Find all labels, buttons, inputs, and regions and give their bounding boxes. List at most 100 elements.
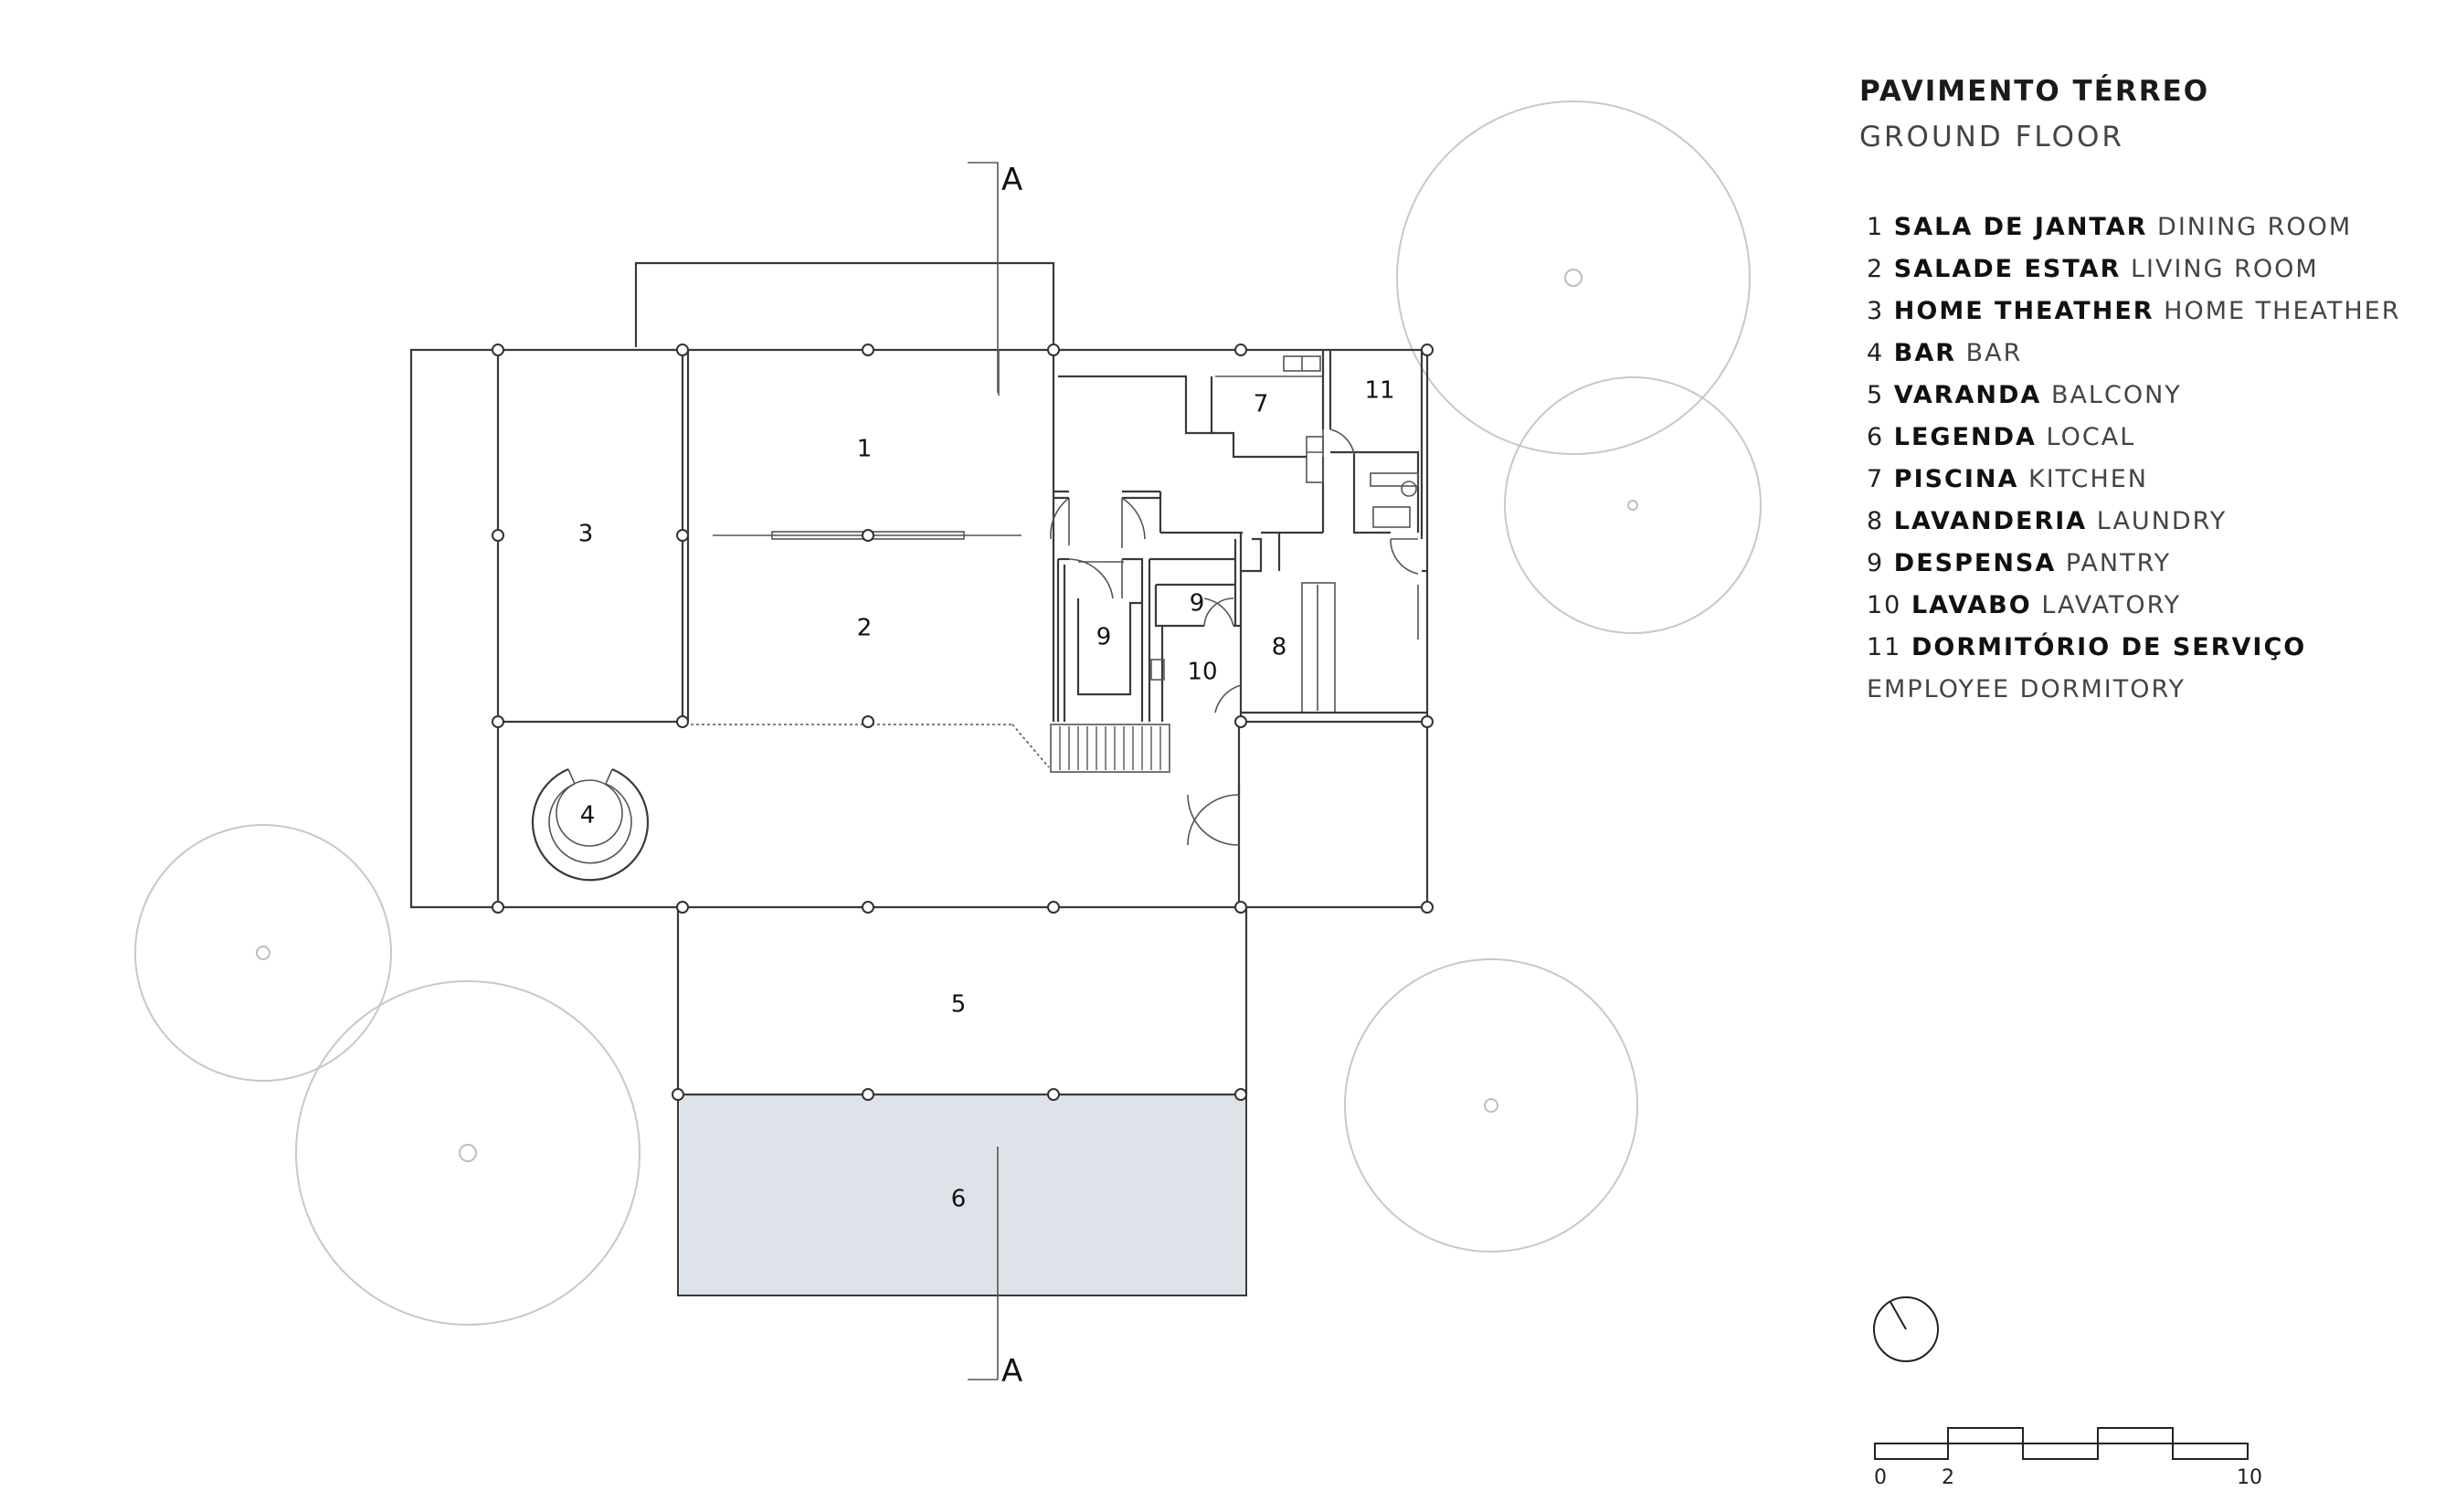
room-label-9-right: 9	[1190, 590, 1205, 618]
door-swing	[1068, 558, 1114, 599]
column-marker	[1047, 1088, 1060, 1101]
column-marker	[862, 715, 874, 728]
drawing-title: PAVIMENTO TÉRREO	[1859, 75, 2210, 108]
drawing-subtitle: GROUND FLOOR	[1859, 121, 2124, 153]
column-marker	[1234, 715, 1247, 728]
legend-item: 3 HOME THEATHER HOME THEATHER	[1867, 291, 2426, 333]
legend-name-pt: VARANDA	[1893, 381, 2042, 409]
legend-name-en: LOCAL	[2046, 423, 2136, 451]
legend-name-pt: LAVABO	[1911, 591, 2032, 619]
legend-number: 6	[1867, 423, 1885, 451]
column-marker	[492, 344, 504, 356]
legend-name-pt: LEGENDA	[1893, 423, 2037, 451]
legend-item: 8 LAVANDERIA LAUNDRY	[1867, 501, 2426, 543]
room-label-4: 4	[580, 802, 596, 830]
column-marker	[676, 344, 689, 356]
room-labels: 1 2 3 4 5 6 7 8 9 9 10 11	[578, 377, 1395, 1213]
door-swing	[1121, 497, 1146, 540]
door-swing	[1203, 597, 1234, 627]
legend-name-en: DINING ROOM	[2157, 213, 2353, 241]
door-swing	[1203, 597, 1234, 627]
legend-name-en: LAVATORY	[2041, 591, 2182, 619]
legend-number: 7	[1867, 465, 1885, 493]
legend-name-pt: SALADE ESTAR	[1893, 255, 2122, 283]
legend-name-pt: PISCINA	[1893, 465, 2019, 493]
legend-number: 3	[1867, 297, 1885, 325]
column-marker	[676, 901, 689, 914]
tree-circle	[1344, 958, 1638, 1253]
trees	[134, 100, 1762, 1326]
north-arrow	[1873, 1296, 1939, 1362]
column-marker	[862, 344, 874, 356]
room-label-11: 11	[1364, 377, 1394, 405]
column-marker	[492, 715, 504, 728]
legend-item: 6 LEGENDA LOCAL	[1867, 417, 2426, 459]
column-marker	[1234, 344, 1247, 356]
column-marker	[1234, 901, 1247, 914]
tree-trunk	[459, 1144, 477, 1162]
pool-area	[677, 1094, 1247, 1296]
legend-item: 7 PISCINA KITCHEN	[1867, 459, 2426, 501]
legend-name-pt: LAVANDERIA	[1893, 507, 2088, 535]
legend-panel: PAVIMENTO TÉRREO GROUND FLOOR 1 SALA DE …	[1859, 75, 2426, 711]
legend-item: 11 DORMITÓRIO DE SERVIÇO	[1867, 627, 2426, 669]
legend-name-en: LIVING ROOM	[2130, 255, 2319, 283]
section-mark-top: A	[1001, 162, 1022, 198]
legend-name-en: PANTRY	[2065, 549, 2172, 577]
section-mark-bottom: A	[1001, 1353, 1022, 1390]
section-line: A A	[968, 162, 1022, 1390]
door-swing	[1187, 794, 1240, 846]
bar-counter	[531, 767, 650, 882]
scale-label-0: 0	[1874, 1466, 1887, 1489]
column-marker	[672, 1088, 684, 1101]
scale-label-2: 2	[1942, 1466, 1954, 1489]
legend-number: 5	[1867, 381, 1885, 409]
legend-name-en: BAR	[1965, 339, 2023, 367]
door-swing	[1214, 684, 1242, 714]
room-label-9-left: 9	[1096, 624, 1112, 651]
legend-name-pt: SALA DE JANTAR	[1893, 213, 2148, 241]
column-marker	[862, 901, 874, 914]
kitchen-fixtures	[1283, 355, 1321, 372]
legend-item: 9 DESPENSA PANTRY	[1867, 543, 2426, 585]
legend-name-pt: DORMITÓRIO DE SERVIÇO	[1911, 633, 2307, 661]
column-marker	[1234, 1088, 1247, 1101]
room-label-1: 1	[857, 436, 873, 463]
room-label-5: 5	[951, 991, 967, 1019]
stairs	[1050, 724, 1170, 773]
legend-item: 4 BAR BAR	[1867, 333, 2426, 375]
legend-number: 4	[1867, 339, 1885, 367]
column-marker	[862, 1088, 874, 1101]
legend-number: 2	[1867, 255, 1885, 283]
room-label-2: 2	[857, 615, 873, 642]
tree-circle	[1504, 376, 1762, 634]
legend-number: 9	[1867, 549, 1885, 577]
door-swing	[1050, 497, 1070, 540]
door-swing	[1390, 538, 1419, 575]
stair-treads	[1059, 726, 1161, 770]
tree-trunk	[1484, 1098, 1498, 1113]
tree-trunk	[1564, 269, 1583, 287]
legend-name-en: KITCHEN	[2028, 465, 2149, 493]
scale-bar: 0 2 10	[1874, 1427, 2262, 1489]
column-marker	[1421, 715, 1434, 728]
structural-columns	[492, 344, 1434, 1101]
column-marker	[1047, 344, 1060, 356]
room-label-7: 7	[1254, 391, 1269, 418]
legend-number: 10	[1867, 591, 1902, 619]
column-marker	[676, 529, 689, 542]
doors	[1050, 428, 1419, 846]
north-arrow-icon	[1873, 1296, 1939, 1362]
column-marker	[862, 529, 874, 542]
legend-item: 2 SALADE ESTAR LIVING ROOM	[1867, 248, 2426, 291]
legend-name-pt: HOME THEATHER	[1893, 297, 2154, 325]
tree-trunk	[256, 946, 270, 960]
legend-item: 1 SALA DE JANTAR DINING ROOM	[1867, 206, 2426, 248]
legend-number: 8	[1867, 507, 1885, 535]
legend-name-en: LAUNDRY	[2096, 507, 2228, 535]
column-marker	[1047, 901, 1060, 914]
legend-name-en: BALCONY	[2050, 381, 2182, 409]
column-marker	[492, 529, 504, 542]
legend-name-pt: BAR	[1893, 339, 1957, 367]
